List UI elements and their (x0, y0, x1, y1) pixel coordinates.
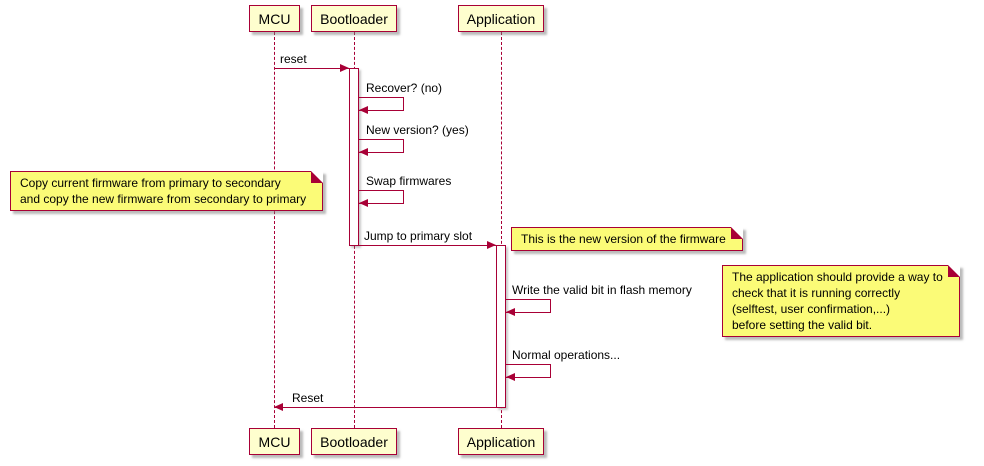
message-label-new-version: New version? (yes) (366, 123, 469, 137)
arrowhead-left-icon (506, 308, 515, 316)
note-fold-icon (947, 265, 960, 277)
message-line-reset (274, 68, 349, 69)
message-label-swap-firmwares: Swap firmwares (366, 174, 452, 188)
arrowhead-left-icon (274, 403, 283, 411)
note-new-firmware-version: This is the new version of the firmware (511, 227, 743, 251)
note-line: before setting the valid bit. (732, 318, 873, 332)
self-message-line-write-valid-bit (506, 312, 551, 313)
self-message-line-normal-operations (550, 364, 551, 378)
note-line: The application should provide a way to (732, 270, 943, 284)
self-message-line-recover (359, 97, 404, 98)
note-valid-bit: The application should provide a way to … (722, 265, 960, 337)
self-message-line-new-version (403, 139, 404, 153)
arrowhead-right-icon (340, 64, 349, 72)
self-message-line-write-valid-bit (506, 299, 551, 300)
arrowhead-right-icon (487, 241, 496, 249)
arrowhead-left-icon (359, 199, 368, 207)
self-message-line-normal-operations (506, 364, 551, 365)
lifeline-application (501, 32, 502, 428)
self-message-line-recover (359, 110, 404, 111)
arrowhead-left-icon (359, 106, 368, 114)
self-message-line-swap-firmwares (403, 190, 404, 204)
note-line: Copy current firmware from primary to se… (20, 176, 281, 190)
self-message-line-swap-firmwares (359, 203, 404, 204)
message-label-normal-operations: Normal operations... (512, 348, 621, 362)
participant-bootloader-bottom: Bootloader (311, 428, 397, 455)
note-line: check that it is running correctly (732, 286, 901, 300)
message-label-jump-primary-slot: Jump to primary slot (364, 229, 473, 243)
note-copy-firmware: Copy current firmware from primary to se… (10, 171, 324, 211)
participant-bootloader-top: Bootloader (311, 5, 397, 32)
participant-mcu-bottom: MCU (249, 428, 300, 455)
participant-application-bottom: Application (458, 428, 544, 455)
note-fold-icon (311, 171, 324, 183)
note-line: and copy the new firmware from secondary… (20, 192, 307, 206)
self-message-line-swap-firmwares (359, 190, 404, 191)
arrowhead-left-icon (359, 148, 368, 156)
message-line-jump-primary-slot (359, 245, 496, 246)
note-line: This is the new version of the firmware (521, 232, 726, 246)
message-label-reset: reset (280, 52, 307, 66)
activation-bar-bootloader (349, 68, 359, 246)
participant-mcu-top: MCU (249, 5, 300, 32)
message-label-write-valid-bit: Write the valid bit in flash memory (512, 283, 692, 297)
self-message-line-normal-operations (506, 377, 551, 378)
lifeline-mcu (274, 32, 275, 428)
self-message-line-new-version (359, 139, 404, 140)
message-label-recover: Recover? (no) (366, 81, 443, 95)
self-message-line-write-valid-bit (550, 299, 551, 313)
activation-bar-application (496, 245, 506, 408)
self-message-line-new-version (359, 152, 404, 153)
message-label-reset-back: Reset (292, 391, 324, 405)
note-line: (selftest, user confirmation,...) (732, 302, 891, 316)
participant-application-top: Application (458, 5, 544, 32)
message-line-reset-back (274, 407, 496, 408)
self-message-line-recover (403, 97, 404, 111)
arrowhead-left-icon (506, 373, 515, 381)
note-fold-icon (730, 227, 743, 239)
